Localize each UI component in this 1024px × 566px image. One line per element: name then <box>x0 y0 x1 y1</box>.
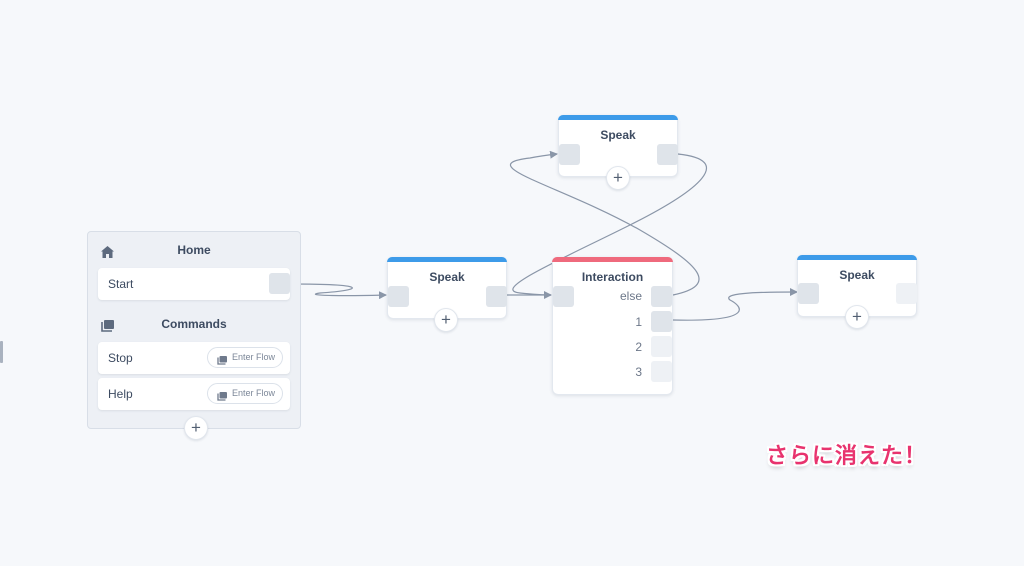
block-title: Interaction <box>581 270 644 284</box>
layers-icon <box>101 319 114 337</box>
input-port[interactable] <box>388 286 409 307</box>
canvas-edge-handle[interactable] <box>0 341 3 363</box>
home-title: Home <box>177 243 211 257</box>
layers-icon <box>217 353 227 372</box>
add-step-button[interactable]: + <box>845 305 869 329</box>
add-command-button[interactable]: + <box>184 416 208 440</box>
command-label: Help <box>108 387 133 401</box>
block-title: Speak <box>600 128 636 142</box>
start-row[interactable]: Start <box>98 268 290 300</box>
branch-label-2: 2 <box>635 340 642 354</box>
home-icon <box>101 245 114 263</box>
start-output-port[interactable] <box>269 273 290 294</box>
start-label: Start <box>108 277 134 291</box>
branch-label-3: 3 <box>635 365 642 379</box>
branch-port-3[interactable] <box>651 361 672 382</box>
enter-flow-label: Enter Flow <box>232 388 276 398</box>
home-panel[interactable]: Home Start Commands Stop Enter Flow Help <box>87 231 301 440</box>
input-port[interactable] <box>553 286 574 307</box>
output-port[interactable] <box>657 144 678 165</box>
output-port[interactable] <box>486 286 507 307</box>
block-title: Speak <box>429 270 465 284</box>
branch-port-2[interactable] <box>651 336 672 357</box>
block-title: Speak <box>839 268 875 282</box>
command-row-help[interactable]: Help Enter Flow <box>98 378 290 410</box>
input-port[interactable] <box>559 144 580 165</box>
branch-port-1[interactable] <box>651 311 672 332</box>
input-port[interactable] <box>798 283 819 304</box>
command-label: Stop <box>108 351 133 365</box>
enter-flow-label: Enter Flow <box>232 352 276 362</box>
speak-accent-bar <box>797 255 917 260</box>
interaction-block[interactable]: Interaction else 1 2 3 <box>552 257 673 395</box>
branch-label-else: else <box>619 289 642 303</box>
wire-interaction-1-to-speak-right <box>672 288 798 321</box>
branch-label-1: 1 <box>635 315 642 329</box>
add-step-button[interactable]: + <box>434 308 458 332</box>
speak-block-right[interactable]: Speak + <box>797 255 917 329</box>
speak-accent-bar <box>387 257 507 262</box>
commands-header: Commands <box>88 317 300 335</box>
speak-block-middle[interactable]: Speak + <box>387 257 507 332</box>
commands-title: Commands <box>161 317 227 331</box>
interaction-accent-bar <box>552 257 673 262</box>
layers-icon <box>217 389 227 408</box>
home-header: Home <box>88 243 300 261</box>
speak-block-top[interactable]: Speak + <box>558 115 678 190</box>
enter-flow-button[interactable]: Enter Flow <box>207 347 283 368</box>
add-step-button[interactable]: + <box>606 166 630 190</box>
speak-accent-bar <box>558 115 678 120</box>
branch-port-else[interactable] <box>651 286 672 307</box>
annotation-caption: さらに消えた！ <box>766 443 928 468</box>
wire-start-to-speak <box>289 283 387 300</box>
enter-flow-button[interactable]: Enter Flow <box>207 383 283 404</box>
output-port[interactable] <box>896 283 917 304</box>
command-row-stop[interactable]: Stop Enter Flow <box>98 342 290 374</box>
